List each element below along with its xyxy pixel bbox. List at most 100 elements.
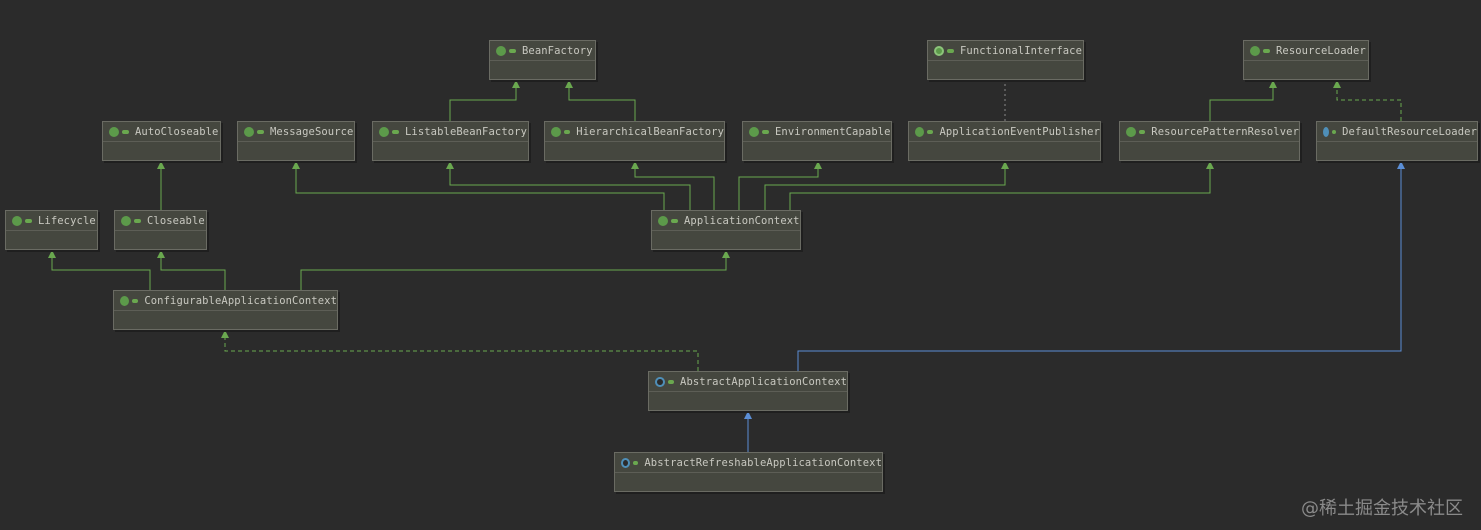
edge-extends [157, 161, 165, 210]
abstract-icon [655, 376, 665, 387]
class-node[interactable]: ListableBeanFactory [372, 121, 529, 161]
interface-icon [244, 126, 254, 137]
edge-extends [157, 250, 226, 290]
arrowhead [48, 250, 56, 258]
class-node[interactable]: MessageSource [237, 121, 355, 161]
public-visibility-icon [257, 129, 264, 134]
public-visibility-icon [563, 129, 571, 134]
edge-extends [1209, 80, 1277, 121]
class-name: MessageSource [270, 125, 354, 138]
public-visibility-icon [671, 218, 678, 223]
edge-class-extends [744, 411, 752, 452]
class-node-header: ResourcePatternResolver [1120, 122, 1299, 142]
public-visibility-icon [1263, 48, 1270, 53]
public-visibility-icon [134, 218, 141, 223]
class-node-header: AbstractRefreshableApplicationContext [615, 453, 882, 473]
arrowhead [744, 411, 752, 419]
abstract-icon [621, 457, 630, 468]
class-node[interactable]: EnvironmentCapable [742, 121, 892, 161]
class-node-header: Closeable [115, 211, 206, 231]
edge-extends [449, 80, 520, 121]
edge-extends [446, 161, 691, 210]
class-name: ConfigurableApplicationContext [144, 294, 337, 307]
public-visibility-icon [122, 129, 129, 134]
class-name: Lifecycle [38, 214, 96, 227]
arrowhead [157, 250, 165, 258]
arrowhead [446, 161, 454, 169]
interface-icon [749, 126, 759, 137]
class-node-header: DefaultResourceLoader [1317, 122, 1477, 142]
class-node-header: ApplicationContext [652, 211, 800, 231]
class-name: ResourcePatternResolver [1151, 125, 1299, 138]
class-name: ApplicationEventPublisher [939, 125, 1100, 138]
class-name: AbstractApplicationContext [680, 375, 847, 388]
interface-icon [121, 215, 131, 226]
class-node-header: Lifecycle [6, 211, 97, 231]
arrowhead [221, 330, 229, 338]
interface-icon [120, 295, 130, 306]
arrowhead [512, 80, 520, 88]
class-node-header: AbstractApplicationContext [649, 372, 847, 392]
class-node[interactable]: AbstractRefreshableApplicationContext [614, 452, 883, 492]
class-node[interactable]: AbstractApplicationContext [648, 371, 848, 411]
public-visibility-icon [667, 379, 675, 384]
interface-icon [658, 215, 668, 226]
class-name: EnvironmentCapable [775, 125, 891, 138]
class-node[interactable]: Lifecycle [5, 210, 98, 250]
class-name: Closeable [147, 214, 205, 227]
class-name: AutoCloseable [135, 125, 219, 138]
class-node-header: MessageSource [238, 122, 354, 142]
class-node[interactable]: HierarchicalBeanFactory [544, 121, 725, 161]
public-visibility-icon [1138, 129, 1146, 134]
edge-implements [1333, 80, 1402, 121]
annotation-icon [934, 45, 944, 56]
arrowhead [1333, 80, 1341, 88]
interface-icon [915, 126, 925, 137]
arrowhead [292, 161, 300, 169]
class-node[interactable]: ConfigurableApplicationContext [113, 290, 338, 330]
class-node[interactable]: ApplicationContext [651, 210, 801, 250]
class-name: ApplicationContext [684, 214, 800, 227]
class-node[interactable]: ResourceLoader [1243, 40, 1369, 80]
class-node-header: ResourceLoader [1244, 41, 1368, 61]
arrowhead [1206, 161, 1214, 169]
class-node[interactable]: ResourcePatternResolver [1119, 121, 1300, 161]
edge-extends [764, 161, 1009, 210]
interface-icon [1126, 126, 1136, 137]
edge-extends [789, 161, 1214, 210]
edge-class-extends [797, 161, 1405, 371]
class-node-header: FunctionalInterface [928, 41, 1083, 61]
class-node[interactable]: ApplicationEventPublisher [908, 121, 1101, 161]
edge-extends [631, 161, 715, 210]
arrowhead [1001, 161, 1009, 169]
interface-icon [551, 126, 561, 137]
class-node-header: HierarchicalBeanFactory [545, 122, 724, 142]
class-name: AbstractRefreshableApplicationContext [644, 456, 882, 469]
edge-extends [565, 80, 636, 121]
public-visibility-icon [947, 48, 954, 53]
public-visibility-icon [132, 298, 139, 303]
class-name: ResourceLoader [1276, 44, 1366, 57]
interface-icon [379, 126, 389, 137]
arrowhead [1269, 80, 1277, 88]
watermark: @稀土掘金技术社区 [1301, 498, 1463, 519]
public-visibility-icon [632, 460, 639, 465]
class-icon [1323, 126, 1329, 137]
public-visibility-icon [1331, 129, 1337, 134]
edge-extends [292, 161, 665, 210]
class-node[interactable]: BeanFactory [489, 40, 596, 80]
class-node-header: EnvironmentCapable [743, 122, 891, 142]
class-node[interactable]: AutoCloseable [102, 121, 221, 161]
interface-icon [12, 215, 22, 226]
class-name: FunctionalInterface [960, 44, 1083, 57]
arrowhead [1397, 161, 1405, 169]
arrowhead [814, 161, 822, 169]
class-node[interactable]: DefaultResourceLoader [1316, 121, 1478, 161]
class-node[interactable]: Closeable [114, 210, 207, 250]
class-node[interactable]: FunctionalInterface [927, 40, 1084, 80]
edge-implements [221, 330, 699, 371]
class-node-header: ApplicationEventPublisher [909, 122, 1100, 142]
arrowhead [157, 161, 165, 169]
interface-icon [1250, 45, 1260, 56]
